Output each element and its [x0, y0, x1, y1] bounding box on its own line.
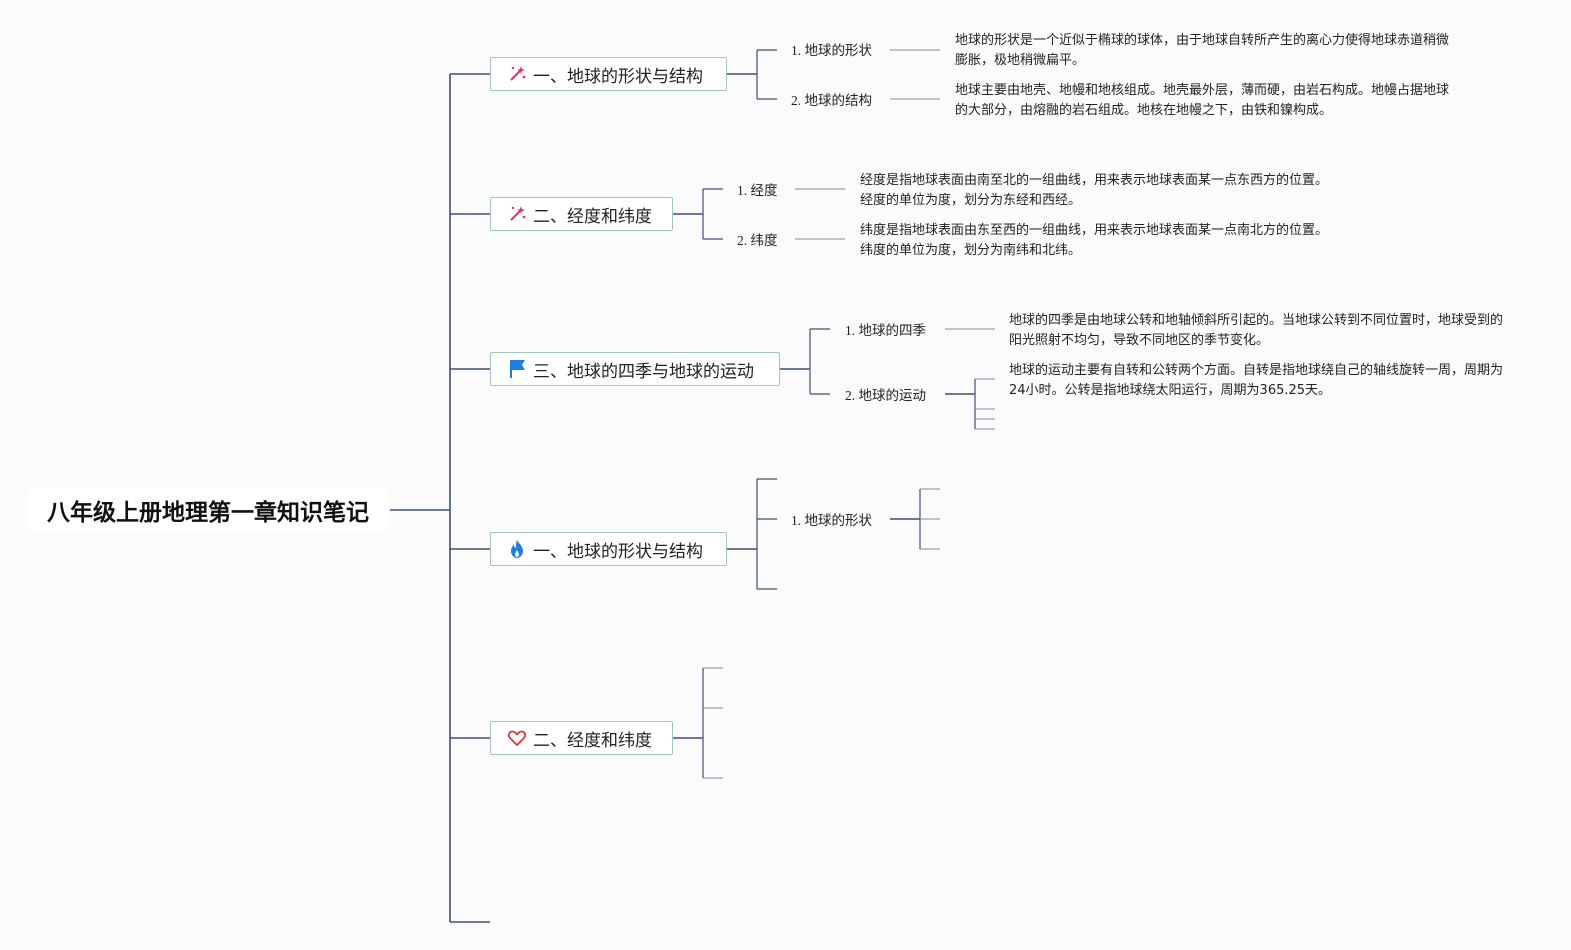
- heart-icon: [507, 728, 527, 748]
- branch-3-sub-2[interactable]: 2. 地球的运动: [845, 388, 926, 403]
- branch-2-sub-1-desc: 经度是指地球表面由南至北的一组曲线，用来表示地球表面某一点东西方的位置。经度的单…: [860, 173, 1329, 208]
- fire-icon: [507, 539, 527, 559]
- root-topic-label: 八年级上册地理第一章知识笔记: [47, 500, 369, 526]
- branch-3[interactable]: 三、地球的四季与地球的运动: [490, 352, 780, 386]
- branch-3-label: 三、地球的四季与地球的运动: [533, 361, 754, 382]
- flag-icon: [507, 359, 527, 379]
- branch-1-sub-1-desc: 地球的形状是一个近似于椭球的球体，由于地球自转所产生的离心力使得地球赤道稍微膨胀…: [955, 33, 1450, 68]
- branch-4[interactable]: 一、地球的形状与结构: [490, 532, 727, 566]
- branch-1-label: 一、地球的形状与结构: [533, 66, 703, 87]
- branch-4-label: 一、地球的形状与结构: [533, 541, 703, 562]
- branch-2-sub-2[interactable]: 2. 纬度: [737, 233, 778, 248]
- branch-4-sub-1[interactable]: 1. 地球的形状: [791, 513, 872, 528]
- branch-5[interactable]: 二、经度和纬度: [490, 721, 673, 755]
- branch-2-sub-2-desc: 纬度是指地球表面由东至西的一组曲线，用来表示地球表面某一点南北方的位置。纬度的单…: [860, 223, 1329, 258]
- branch-3-sub-1-desc: 地球的四季是由地球公转和地轴倾斜所引起的。当地球公转到不同位置时，地球受到的阳光…: [1009, 313, 1504, 348]
- root-topic[interactable]: 八年级上册地理第一章知识笔记: [28, 488, 388, 532]
- branch-3-sub-1[interactable]: 1. 地球的四季: [845, 323, 926, 338]
- branch-1[interactable]: 一、地球的形状与结构: [490, 57, 727, 91]
- branch-2-sub-1[interactable]: 1. 经度: [737, 183, 778, 198]
- branch-3-sub-2-desc: 地球的运动主要有自转和公转两个方面。自转是指地球绕自己的轴线旋转一周，周期为24…: [1009, 363, 1504, 398]
- branch-5-label: 二、经度和纬度: [533, 730, 652, 751]
- branch-1-sub-2-desc: 地球主要由地壳、地幔和地核组成。地壳最外层，薄而硬，由岩石构成。地幔占据地球的大…: [955, 83, 1450, 118]
- sparkle-wand-icon: [507, 64, 527, 84]
- sparkle-wand-icon: [507, 204, 527, 224]
- branch-2[interactable]: 二、经度和纬度: [490, 197, 673, 231]
- branch-1-sub-2[interactable]: 2. 地球的结构: [791, 93, 872, 108]
- branch-2-label: 二、经度和纬度: [533, 206, 652, 227]
- branch-1-sub-1[interactable]: 1. 地球的形状: [791, 43, 872, 58]
